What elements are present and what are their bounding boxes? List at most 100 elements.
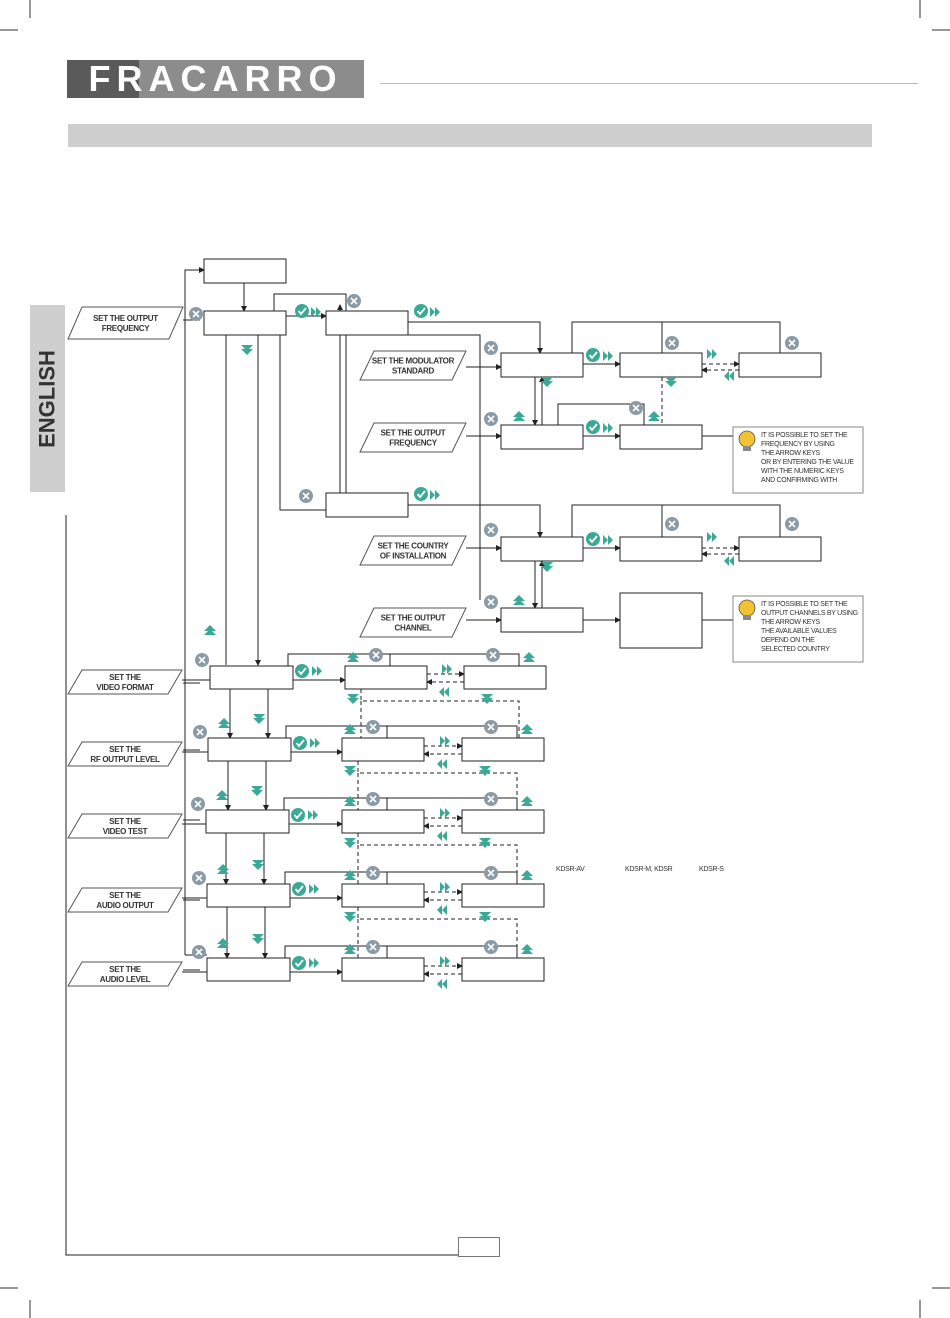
x-icon [192, 871, 206, 885]
connector-line [184, 267, 205, 955]
model-label-2: KDSR-M, KDSR [625, 866, 673, 873]
chevron-down-icon [479, 766, 491, 776]
chevron-down-icon [252, 934, 264, 944]
chevron-up-icon [513, 411, 525, 421]
language-tab: ENGLISH [30, 305, 65, 492]
chevron-up-icon [523, 652, 535, 662]
chevron-up-icon [218, 718, 230, 728]
x-icon [192, 945, 206, 959]
logo-text: FRACARRO [88, 58, 343, 99]
double-chevron-left-icon [724, 556, 734, 566]
menu-box-entry [203, 258, 287, 284]
tip-frequency-line-5: WITH THE NUMERIC KEYS [761, 468, 844, 475]
x-icon [484, 412, 498, 426]
chevron-down-icon [344, 838, 356, 848]
double-chevron-right-icon [309, 884, 319, 894]
double-chevron-right-icon [440, 736, 450, 746]
double-chevron-right-icon [707, 349, 717, 359]
menu-box-modulator-standard [500, 352, 584, 378]
menu-box-audio-output-value-1 [341, 883, 425, 908]
menu-box-standard-value-1 [619, 352, 703, 378]
connector-line [408, 321, 543, 354]
check-icon [414, 487, 428, 501]
connector-line [284, 945, 518, 958]
check-icon [586, 532, 600, 546]
x-icon [193, 725, 207, 739]
menu-box-audio-level-value-1 [341, 957, 425, 982]
check-icon [291, 808, 305, 822]
chevron-down-icon [251, 786, 263, 796]
connector-line [557, 403, 645, 425]
label-set-country-shape [359, 535, 467, 566]
x-icon [366, 792, 380, 806]
double-chevron-right-icon [312, 666, 322, 676]
chevron-up-icon [344, 944, 356, 954]
connector-line [279, 335, 326, 511]
x-icon [484, 523, 498, 537]
menu-box-rf-output-level-value-2 [461, 737, 545, 762]
double-chevron-right-icon [310, 738, 320, 748]
label-set-modulator-standard-shape [359, 350, 467, 381]
tip-frequency-line-6: AND CONFIRMING WITH [761, 477, 837, 484]
chevron-down-icon [541, 562, 553, 572]
label-audio-level-line-1: SET THE [109, 965, 142, 974]
lightbulb-icon [738, 599, 756, 620]
label-video-test-line-1: SET THE [109, 817, 142, 826]
menu-box-audio-output [206, 883, 291, 908]
x-icon [785, 336, 799, 350]
chevron-up-icon [344, 796, 356, 806]
label-video-format-line-2: VIDEO FORMAT [96, 683, 154, 692]
fracarro-logo: FRACARRO [67, 60, 364, 98]
tip-frequency-line-3: THE ARROW KEYS [761, 450, 820, 457]
connector-line [357, 833, 518, 883]
double-chevron-right-icon [308, 810, 318, 820]
label-set-output-channel-shape [359, 607, 467, 638]
x-icon [486, 648, 500, 662]
chevron-up-icon [347, 652, 359, 662]
chevron-down-icon [241, 345, 253, 355]
tip-frequency-line-1: IT IS POSSIBLE TO SET THE [761, 432, 848, 439]
chevron-down-icon [479, 912, 491, 922]
chevron-down-icon [479, 838, 491, 848]
connector-line [408, 334, 481, 600]
x-icon [785, 517, 799, 531]
label-rf-output-level-line-2: RF OUTPUT LEVEL [90, 755, 160, 764]
x-icon [369, 648, 383, 662]
tip-channel-line-6: SELECTED COUNTRY [761, 646, 830, 653]
x-icon [484, 792, 498, 806]
tip-frequency-line-4: OR BY ENTERING THE VALUE [761, 459, 854, 466]
tip-channel-line-4: THE AVAILABLE VALUES [761, 628, 837, 635]
menu-box-country [500, 536, 584, 562]
model-label-1: KDSR-AV [556, 866, 585, 873]
double-chevron-right-icon [603, 535, 613, 545]
tip-channel-line-2: OUTPUT CHANNELS BY USING [761, 610, 858, 617]
chevron-up-icon [216, 790, 228, 800]
chevron-up-icon [521, 870, 533, 880]
check-icon [292, 956, 306, 970]
label-audio-output-shape [67, 887, 183, 913]
label-audio-output-line-2: AUDIO OUTPUT [96, 901, 154, 910]
double-chevron-left-icon [437, 979, 447, 989]
menu-box-video-test-value-1 [341, 809, 425, 834]
x-icon [195, 653, 209, 667]
menu-box-rf-output-level-value-1 [341, 737, 425, 762]
menu-box-video-format-value-1 [344, 665, 428, 690]
check-icon [295, 664, 309, 678]
label-set-output-frequency-mid-line-2: FREQUENCY [389, 439, 437, 448]
label-set-output-frequency-top-line-1: SET THE OUTPUT [93, 314, 158, 323]
double-chevron-right-icon [430, 490, 440, 500]
menu-box-country-value-2 [738, 536, 822, 562]
page-number-box [458, 1237, 500, 1257]
double-chevron-right-icon [707, 532, 717, 542]
double-chevron-right-icon [603, 423, 613, 433]
label-set-output-channel-line-2: CHANNEL [394, 624, 431, 633]
double-chevron-right-icon [440, 808, 450, 818]
section-title-bar [68, 124, 872, 147]
x-icon [191, 797, 205, 811]
connector-line [285, 725, 518, 738]
logo-dark-block [67, 60, 139, 98]
chevron-up-icon [344, 870, 356, 880]
x-icon [484, 720, 498, 734]
